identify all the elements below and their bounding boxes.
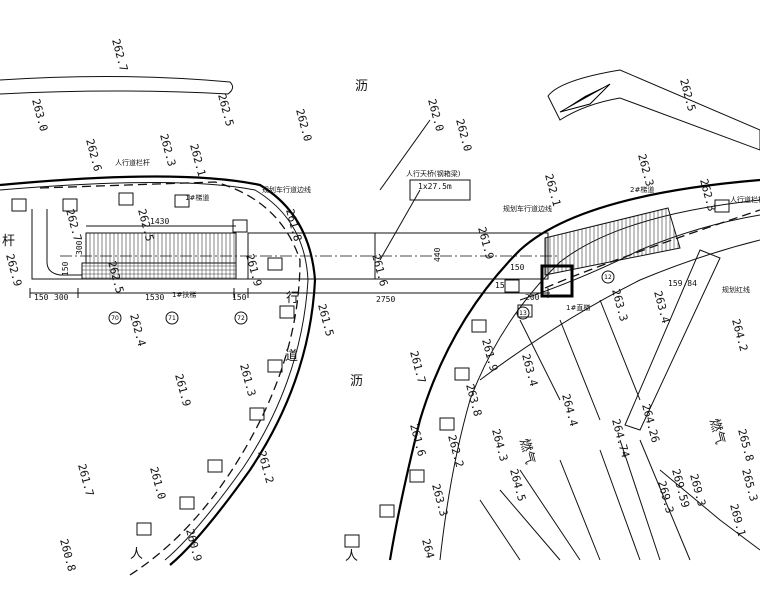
- label-walk-c: 杆: [2, 234, 15, 249]
- road-edge-top-left: [0, 75, 234, 95]
- svg-text:262.1: 262.1: [187, 142, 208, 177]
- svg-text:262.3: 262.3: [157, 132, 178, 167]
- dim-300v: 300: [75, 240, 84, 255]
- dim-159: 159.84: [668, 279, 697, 288]
- svg-text:264.5: 264.5: [507, 467, 528, 502]
- dim-1430: 1430: [150, 217, 169, 226]
- dim-15: 15: [495, 281, 505, 290]
- svg-text:262.7: 262.7: [109, 37, 130, 72]
- dim-200: 200: [525, 293, 540, 302]
- svg-text:261.5: 261.5: [315, 302, 336, 337]
- svg-text:261.9: 261.9: [243, 252, 264, 287]
- svg-text:264.2: 264.2: [729, 317, 750, 352]
- stair-1: [85, 232, 237, 264]
- curb-right: [388, 178, 760, 561]
- svg-text:262.7: 262.7: [63, 207, 84, 242]
- label-walk-a: 行: [286, 291, 299, 306]
- label-stair-1: 1#梯道: [185, 193, 209, 202]
- svg-text:264.4: 264.4: [559, 392, 580, 428]
- elevator-1: [540, 264, 574, 298]
- label-walk-b: 道: [285, 349, 298, 364]
- stair-2: [544, 207, 681, 276]
- svg-text:262.3: 262.3: [697, 177, 718, 212]
- svg-text:12: 12: [604, 274, 612, 281]
- label-walk-e: 人: [345, 549, 358, 564]
- label-walk-d: 人: [130, 547, 143, 562]
- dim-440: 440: [433, 247, 442, 262]
- svg-text:71: 71: [168, 315, 176, 322]
- svg-text:261.9: 261.9: [172, 372, 193, 407]
- dim-2750: 2750: [376, 295, 395, 304]
- label-road-a: 沥: [355, 79, 368, 94]
- label-gas-2: 燃气: [516, 437, 538, 466]
- svg-text:263.3: 263.3: [429, 482, 450, 517]
- svg-text:264.3: 264.3: [489, 427, 510, 462]
- label-road-b: 沥: [350, 374, 363, 389]
- svg-text:265.8: 265.8: [735, 427, 756, 462]
- dim-150c: 150: [510, 263, 525, 272]
- curb-left: [0, 175, 317, 566]
- label-railing: 人行道栏杆: [115, 158, 150, 167]
- label-gas-1: 燃气: [706, 417, 728, 446]
- label-railing-2: 人行道栏杆: [730, 195, 760, 204]
- label-stair-2: 2#梯道: [630, 185, 654, 194]
- svg-text:264.26: 264.26: [639, 402, 662, 444]
- dim-150v: 150: [61, 261, 70, 276]
- svg-text:262.9: 262.9: [3, 252, 24, 287]
- svg-text:262.3: 262.3: [635, 152, 656, 187]
- svg-text:263.4: 263.4: [519, 352, 540, 388]
- svg-text:262.0: 262.0: [293, 107, 314, 142]
- svg-text:265.3: 265.3: [739, 467, 760, 502]
- label-bridge-span: 1x27.5m: [418, 182, 452, 191]
- dim-150b: 150: [232, 293, 247, 302]
- svg-text:262.2: 262.2: [445, 433, 466, 468]
- label-elevator-1: 1#直梯: [566, 303, 590, 312]
- svg-text:263.3: 263.3: [609, 287, 630, 322]
- svg-text:262.4: 262.4: [127, 312, 148, 348]
- svg-text:261.3: 261.3: [237, 362, 258, 397]
- svg-text:262.6: 262.6: [83, 137, 104, 172]
- svg-text:261.2: 261.2: [255, 449, 276, 484]
- svg-text:262.1: 262.1: [542, 172, 563, 207]
- elevation-points: 262.7 263.0 262.5 262.0 262.0 262.0 262.…: [3, 37, 760, 572]
- svg-text:261.6: 261.6: [407, 422, 428, 457]
- label-road-edge: 规划车行道边线: [262, 185, 311, 194]
- svg-text:72: 72: [237, 315, 245, 322]
- label-escalator-1: 1#扶梯: [172, 290, 196, 299]
- svg-text:261.6: 261.6: [369, 252, 390, 287]
- north-arrow-icon: [547, 69, 760, 151]
- escalator-1: [81, 262, 237, 280]
- svg-text:13: 13: [519, 310, 527, 317]
- svg-text:269.1: 269.1: [727, 502, 748, 537]
- dim-150: 150: [34, 293, 49, 302]
- svg-text:261.7: 261.7: [75, 462, 96, 497]
- svg-text:262.5: 262.5: [677, 77, 698, 112]
- svg-text:261.8: 261.8: [283, 207, 304, 242]
- dim-1530: 1530: [145, 293, 164, 302]
- svg-text:260.8: 260.8: [57, 537, 78, 572]
- svg-text:263.0: 263.0: [29, 97, 50, 132]
- svg-text:70: 70: [111, 315, 119, 322]
- svg-text:262.5: 262.5: [215, 92, 236, 127]
- svg-text:263.4: 263.4: [651, 289, 672, 325]
- label-road-edge-2: 规划车行道边线: [503, 204, 552, 213]
- dim-300: 300: [54, 293, 69, 302]
- svg-text:261.7: 261.7: [407, 349, 428, 384]
- svg-text:264: 264: [419, 537, 437, 560]
- label-red-line: 规划红线: [722, 285, 750, 294]
- axis-markers: 70 71 72 12 13: [108, 270, 615, 325]
- tree-symbols: [11, 192, 730, 548]
- svg-text:262.0: 262.0: [453, 117, 474, 152]
- label-bridge-name: 人行天桥(钢箱梁): [406, 169, 461, 178]
- svg-text:261.9: 261.9: [475, 225, 496, 260]
- svg-text:264.74: 264.74: [609, 417, 632, 459]
- svg-text:261.0: 261.0: [147, 465, 168, 500]
- svg-text:262.0: 262.0: [425, 97, 446, 132]
